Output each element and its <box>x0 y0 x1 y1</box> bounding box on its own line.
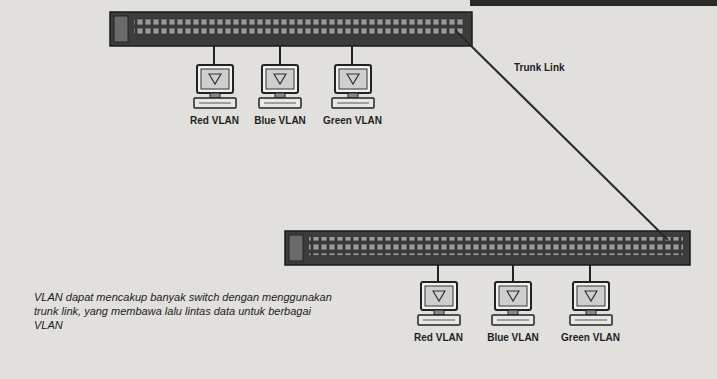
switch-bottom <box>285 231 690 265</box>
computer-icon <box>191 64 239 110</box>
vlan-label: Red VLAN <box>190 115 239 126</box>
vlan-label: Blue VLAN <box>487 332 539 343</box>
computer-icon <box>415 281 463 327</box>
computer-node: Red VLAN <box>190 64 239 128</box>
computer-node: Green VLAN <box>561 281 620 345</box>
vlan-label: Red VLAN <box>414 332 463 343</box>
computer-icon <box>567 281 615 327</box>
vlan-label: Green VLAN <box>323 115 382 126</box>
computer-node: Blue VLAN <box>254 64 306 128</box>
figure-caption: VLAN dapat mencakup banyak switch dengan… <box>34 290 334 332</box>
computer-node: Blue VLAN <box>487 281 539 345</box>
computer-icon <box>489 281 537 327</box>
drop-cables <box>214 46 590 281</box>
vlan-label: Blue VLAN <box>254 115 306 126</box>
computer-node: Red VLAN <box>414 281 463 345</box>
page-edge-bar <box>470 0 717 6</box>
trunk-link-line <box>455 30 668 240</box>
computer-node: Green VLAN <box>323 64 382 128</box>
link-label: Trunk Link <box>512 62 567 73</box>
computer-icon <box>329 64 377 110</box>
vlan-label: Green VLAN <box>561 332 620 343</box>
switch-top <box>110 12 472 46</box>
computer-icon <box>256 64 304 110</box>
